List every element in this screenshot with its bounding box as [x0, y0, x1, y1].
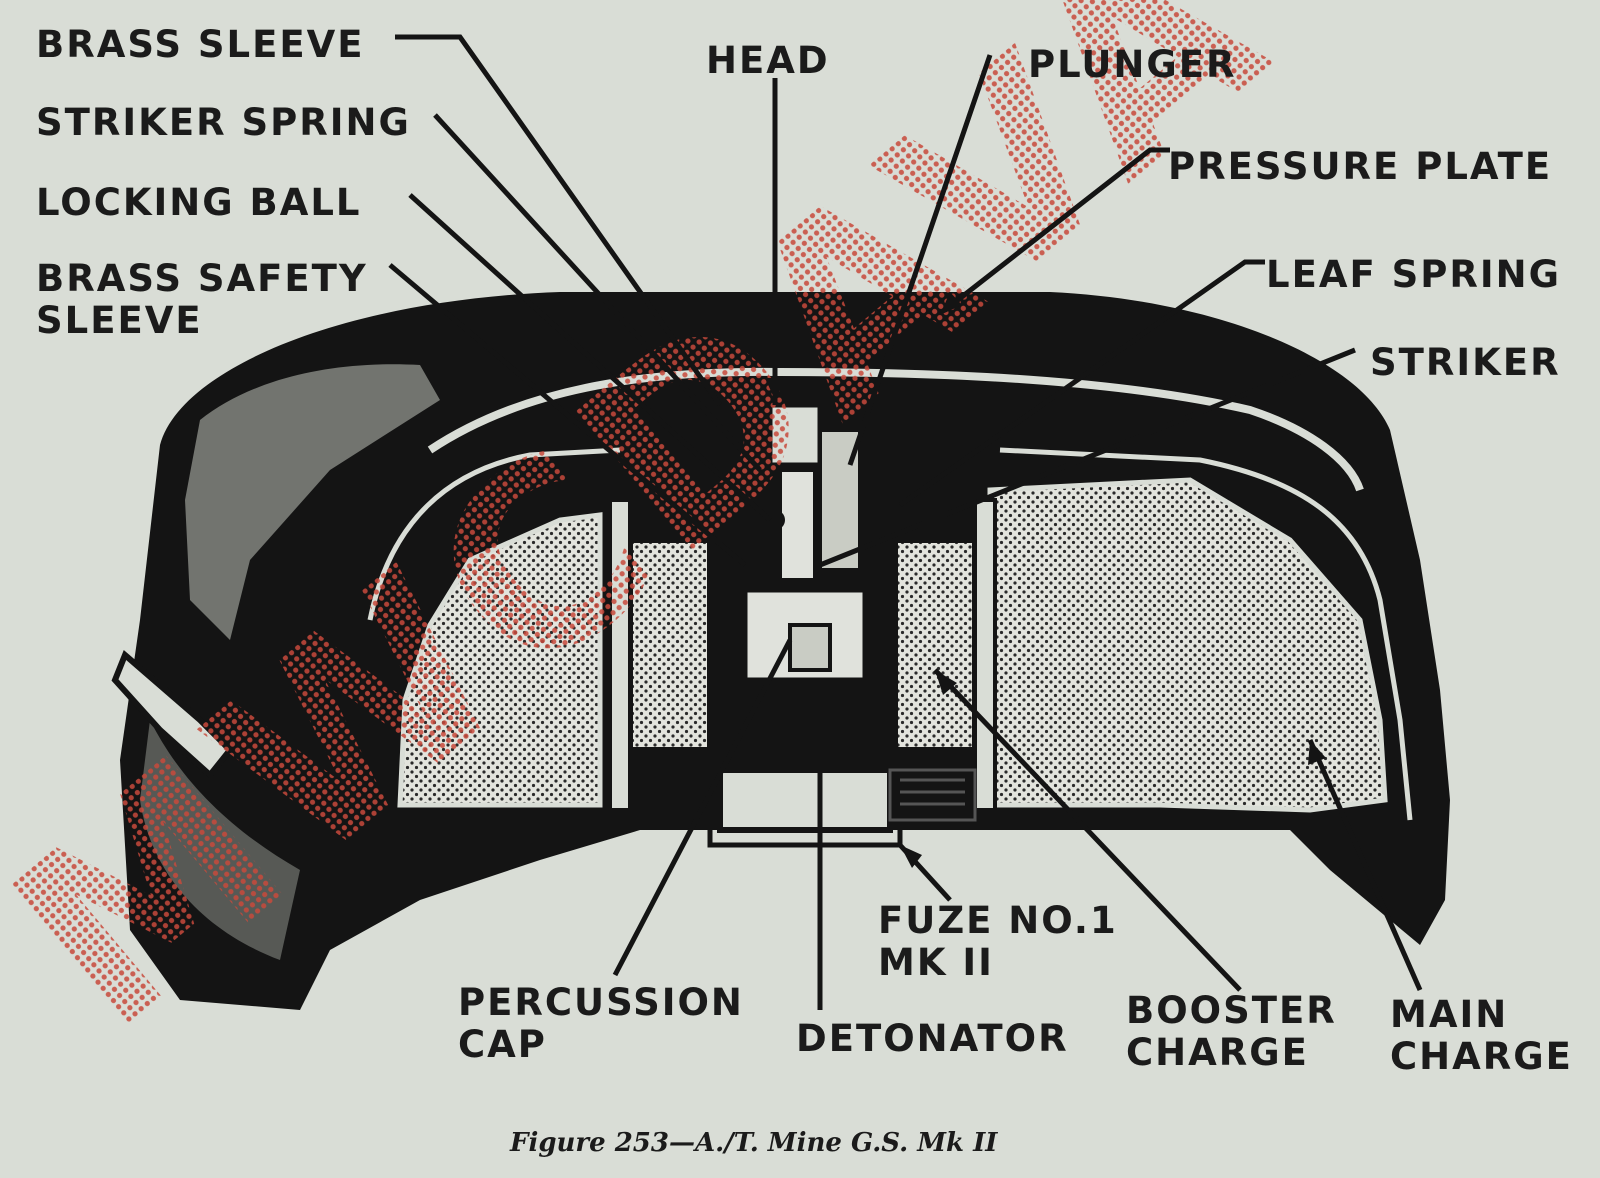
- main-charge-right: [987, 477, 1388, 813]
- arrowhead-pressure-plate: [940, 292, 962, 315]
- leader-main-charge: [1307, 738, 1423, 992]
- leader-striker-spring: [433, 113, 762, 472]
- label-striker: STRIKER: [1370, 341, 1561, 384]
- booster-charge-left: [627, 537, 713, 753]
- leader-booster-charge: [933, 668, 1242, 992]
- label-fuze: FUZE NO.1 MK II: [878, 900, 1118, 984]
- label-booster-charge-line2: CHARGE: [1126, 1031, 1309, 1074]
- label-percussion-cap-line2: CAP: [458, 1023, 547, 1066]
- label-percussion-cap-line1: PERCUSSION: [458, 981, 744, 1024]
- leader-arrowheads: [765, 292, 1326, 868]
- label-head: HEAD: [706, 39, 830, 82]
- booster-well-left: [608, 498, 632, 812]
- fuze-assembly: [707, 402, 977, 848]
- label-brass-safety-sleeve: BRASS SAFETY SLEEVE: [36, 258, 368, 342]
- label-booster-charge-line1: BOOSTER: [1126, 989, 1337, 1032]
- leader-striker: [819, 347, 1356, 568]
- label-brass-safety-sleeve-line1: BRASS SAFETY: [36, 257, 368, 300]
- figure-caption: Figure 253—A./T. Mine G.S. Mk II: [510, 1128, 998, 1158]
- booster-well-right: [973, 498, 997, 812]
- label-fuze-line2: MK II: [878, 941, 994, 984]
- leader-locking-ball: [408, 193, 772, 522]
- fuze-head: [767, 402, 823, 468]
- leader-plunger: [847, 54, 993, 466]
- detonator-housing: [788, 623, 832, 672]
- leader-brass-safety-sleeve: [388, 263, 747, 567]
- casing-left-highlight: [185, 364, 440, 640]
- leader-lines: [388, 34, 1423, 1010]
- label-main-charge: MAIN CHARGE: [1390, 994, 1573, 1078]
- label-booster-charge: BOOSTER CHARGE: [1126, 990, 1337, 1074]
- fuze-well-base: [717, 767, 893, 833]
- arrowhead-detonator: [810, 712, 830, 735]
- main-charge-left: [397, 512, 603, 808]
- leader-pressure-plate: [943, 147, 1170, 312]
- label-plunger: PLUNGER: [1028, 43, 1237, 86]
- arrowhead-fuze: [900, 845, 922, 868]
- pressure-plate-outline: [427, 367, 1364, 492]
- label-brass-safety-sleeve-line2: SLEEVE: [36, 299, 203, 342]
- arrowhead-main-charge: [1308, 740, 1326, 765]
- label-main-charge-line2: CHARGE: [1390, 1035, 1573, 1078]
- label-detonator: DETONATOR: [796, 1017, 1069, 1060]
- leader-brass-sleeve: [395, 34, 723, 407]
- casing-inner-rim: [367, 447, 1413, 821]
- threaded-collar: [888, 768, 977, 822]
- leader-leaf-spring: [898, 259, 1265, 508]
- fuze-underside-outline: [707, 830, 903, 848]
- locking-ball: [765, 510, 785, 530]
- label-leaf-spring: LEAF SPRING: [1266, 253, 1562, 296]
- label-main-charge-line1: MAIN: [1390, 993, 1509, 1036]
- plunger-body: [818, 428, 862, 572]
- label-brass-sleeve: BRASS SLEEVE: [36, 23, 365, 66]
- leader-percussion-cap: [612, 638, 793, 977]
- label-fuze-line1: FUZE NO.1: [878, 899, 1118, 942]
- label-pressure-plate: PRESSURE PLATE: [1168, 145, 1553, 188]
- label-striker-spring: STRIKER SPRING: [36, 101, 411, 144]
- label-percussion-cap: PERCUSSION CAP: [458, 982, 744, 1066]
- carrying-handle: [111, 649, 235, 780]
- arrowhead-head: [765, 378, 785, 400]
- label-locking-ball: LOCKING BALL: [36, 181, 362, 224]
- booster-charge-right: [892, 537, 978, 753]
- casing-lower-highlight: [140, 720, 300, 960]
- arrowhead-booster-charge: [935, 670, 957, 695]
